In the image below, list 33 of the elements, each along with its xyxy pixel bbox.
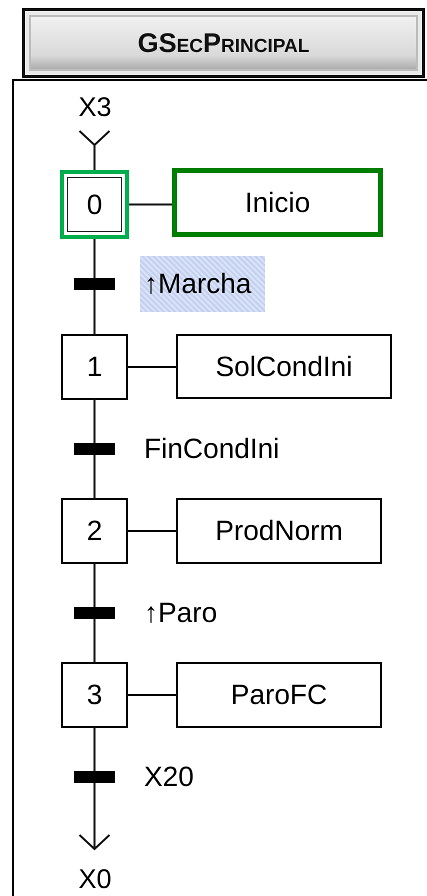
connector-line [128,366,176,368]
connector-line [128,694,176,696]
action-box: SolCondIni [176,334,392,399]
transition-condition: ↑Paro [143,596,218,630]
transition-bar [74,443,115,455]
step-number: 0 [67,177,122,232]
transition-condition: ↑Marcha [140,256,266,312]
connector-line [94,564,96,607]
arrow [78,130,110,170]
action-box: Inicio [172,168,383,237]
connector-line [94,728,96,771]
connector-line [94,290,96,334]
connector-line [94,400,96,443]
initial-step-box [60,170,129,239]
step-reference: X3 [75,92,115,145]
step-box: 3 [61,662,128,728]
connector-line [129,204,172,206]
transition-condition: X20 [143,760,195,794]
step-box: 1 [61,334,128,400]
transition-bar [74,771,115,783]
transition-bar [74,607,115,619]
title-banner: GSecPrincipal [22,8,425,78]
action-box: ProdNorm [176,498,382,564]
transition-bar [74,278,115,290]
arrow [78,783,110,850]
step-box: 2 [61,498,128,564]
action-box: ParoFC [176,662,382,728]
connector-line [94,455,96,498]
step-reference: X0 [75,849,115,894]
connector-line [94,619,96,662]
transition-condition: FinCondIni [143,432,280,466]
connector-line [128,530,176,532]
connector-line [94,239,96,278]
